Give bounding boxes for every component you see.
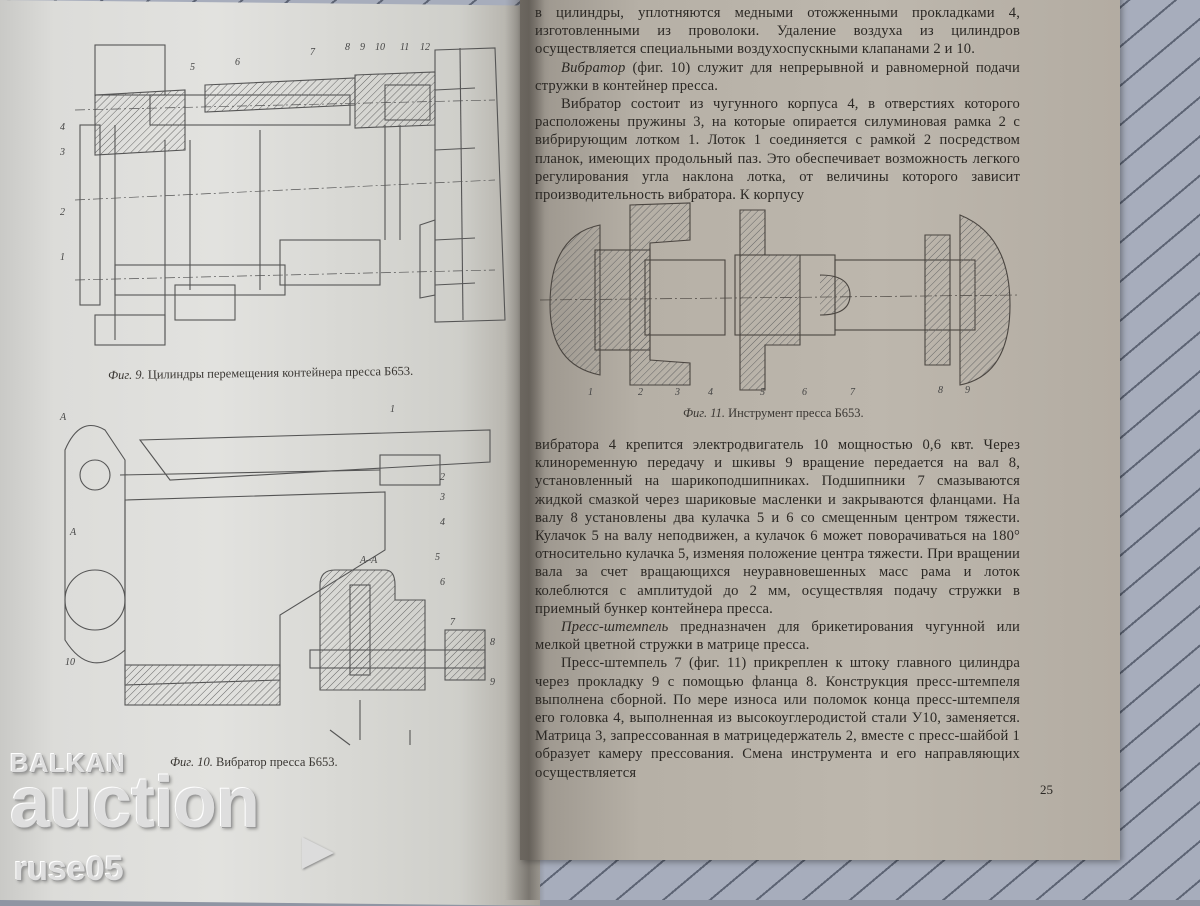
paragraph-6: Пресс-штемпель 7 (фиг. 11) прикреплен к … — [535, 655, 1020, 781]
svg-text:5: 5 — [760, 387, 765, 398]
watermark-brand-top: BALKAN — [10, 748, 126, 778]
svg-text:4: 4 — [440, 517, 445, 528]
figure-10-drawing: 1 2 3 4 5 6 7 8 9 10 А–А А А — [50, 400, 530, 750]
page-number: 25 — [1040, 782, 1053, 797]
svg-text:6: 6 — [440, 577, 445, 588]
svg-text:5: 5 — [190, 62, 195, 73]
figure-10-caption-prefix: Фиг. 10. — [170, 755, 213, 769]
svg-text:6: 6 — [802, 387, 807, 398]
figure-11-caption-prefix: Фиг. 11. — [683, 406, 725, 420]
paragraph-5: Пресс-штемпель предназначен для брикетир… — [535, 619, 1020, 654]
svg-text:1: 1 — [60, 252, 65, 263]
figure-10-part-labels: 1 2 3 4 5 6 7 8 9 10 А–А А А — [59, 404, 495, 688]
paragraph-4: вибратора 4 крепится электродвигатель 10… — [535, 437, 1020, 617]
svg-text:8: 8 — [345, 42, 350, 53]
figure-9-caption-prefix: Фиг. 9. — [107, 367, 145, 383]
right-page — [520, 0, 1120, 860]
section-label: А–А — [359, 555, 378, 566]
paragraph-3: Вибратор состоит из чугунного корпуса 4,… — [535, 96, 1020, 204]
svg-text:6: 6 — [235, 57, 240, 68]
svg-text:9: 9 — [965, 385, 970, 396]
svg-text:1: 1 — [390, 404, 395, 415]
svg-text:8: 8 — [938, 385, 943, 396]
text-column-bottom: вибратора 4 крепится электродвигатель 10… — [535, 436, 1020, 782]
svg-text:2: 2 — [440, 472, 445, 483]
svg-text:3: 3 — [439, 492, 445, 503]
figure-11-caption: Фиг. 11. Инструмент пресса Б653. — [683, 406, 864, 421]
svg-text:7: 7 — [850, 387, 856, 398]
svg-text:2: 2 — [638, 387, 643, 398]
text-column-top: в цилиндры, уплотняются медными отожженн… — [535, 4, 1020, 204]
svg-text:10: 10 — [65, 657, 75, 668]
paragraph-2: Вибратор (фиг. 10) служит для непрерывно… — [535, 59, 1020, 94]
vibrator-drawing: 1 2 3 4 5 6 7 8 9 10 А–А А А — [59, 404, 495, 746]
svg-text:7: 7 — [310, 47, 316, 58]
watermark-brand-main: auction — [10, 763, 260, 843]
svg-text:4: 4 — [60, 122, 65, 133]
figure-11-part-labels: 1 2 3 4 5 6 7 8 9 — [588, 385, 970, 398]
svg-text:А: А — [69, 527, 77, 538]
svg-text:9: 9 — [490, 677, 495, 688]
watermark-seller: ruse05 — [14, 850, 124, 888]
svg-text:7: 7 — [450, 617, 456, 628]
svg-text:3: 3 — [674, 387, 680, 398]
figure-10-caption-text: Вибратор пресса Б653. — [216, 755, 338, 769]
figure-11-caption-text: Инструмент пресса Б653. — [728, 406, 864, 420]
figure-9-caption-text: Цилиндры перемещения контейнера пресса Б… — [147, 363, 414, 382]
svg-text:А: А — [59, 412, 67, 423]
svg-text:10: 10 — [375, 42, 385, 53]
book-gutter — [505, 0, 545, 900]
figure-10-caption: Фиг. 10. Вибратор пресса Б653. — [170, 755, 338, 770]
play-arrow-icon — [302, 837, 334, 869]
svg-text:11: 11 — [400, 42, 409, 53]
paragraph-1: в цилиндры, уплотняются медными отожженн… — [535, 5, 1020, 58]
figure-11-drawing: 1 2 3 4 5 6 7 8 9 — [539, 195, 1021, 400]
svg-text:3: 3 — [59, 147, 65, 158]
svg-text:9: 9 — [360, 42, 365, 53]
svg-text:12: 12 — [420, 42, 430, 53]
svg-text:4: 4 — [708, 387, 713, 398]
svg-text:8: 8 — [490, 637, 495, 648]
svg-text:1: 1 — [588, 387, 593, 398]
press-tool-drawing: 1 2 3 4 5 6 7 8 9 — [539, 202, 1021, 398]
svg-text:2: 2 — [60, 207, 65, 218]
svg-text:5: 5 — [435, 552, 440, 563]
